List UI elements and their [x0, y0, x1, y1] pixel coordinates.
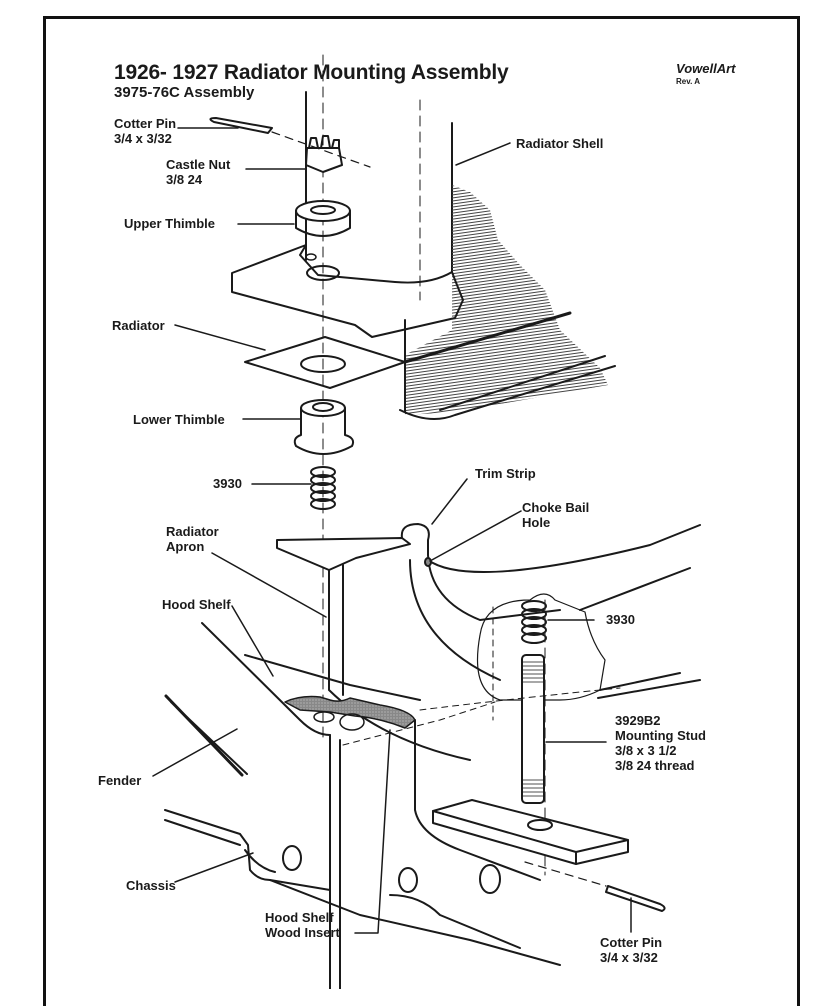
leader-lines — [152, 127, 632, 934]
callout-spring-3930-left: 3930 — [213, 476, 242, 491]
drawing-border — [43, 16, 800, 1006]
upper-thimble — [295, 200, 351, 237]
wood-insert-round — [339, 713, 365, 731]
brand-mark: VowellArt — [676, 61, 736, 76]
callout-line: Radiator — [112, 318, 165, 333]
callout-line: Hole — [522, 515, 551, 530]
callout-line: Chassis — [126, 878, 176, 893]
callout-mounting-stud: 3929B2 Mounting Stud 3/8 x 3 1/2 3/8 24 … — [615, 713, 706, 773]
lower-thimble — [293, 399, 355, 455]
callout-line: Mounting Stud — [615, 728, 706, 743]
callout-spring-3930-right: 3930 — [606, 612, 635, 627]
drawing-title: 1926- 1927 Radiator Mounting Assembly — [114, 61, 509, 84]
upper-flange — [231, 244, 464, 338]
callout-line: Radiator Shell — [516, 136, 604, 151]
callout-trim-strip: Trim Strip — [475, 466, 536, 481]
callout-hood-shelf: Hood Shelf — [162, 597, 231, 612]
callout-line: 3/8 24 — [166, 172, 203, 187]
callout-castle-nut: Castle Nut 3/8 24 — [166, 157, 230, 187]
callout-fender: Fender — [98, 773, 141, 788]
wood-insert-hole — [313, 711, 335, 723]
flange-hole — [306, 265, 340, 281]
radiator-shell — [305, 91, 453, 273]
callout-line: 3930 — [606, 612, 635, 627]
cotter-pin-top — [209, 117, 371, 168]
radiator-plate-hole — [300, 355, 346, 373]
cotter-pin-bottom — [524, 861, 666, 912]
spring-3930-left — [310, 466, 336, 510]
callout-line: 3/8 x 3 1/2 — [615, 743, 677, 758]
hood-shelf-wood-insert — [284, 695, 416, 729]
callout-line: Hood Shelf — [265, 910, 334, 925]
callout-radiator: Radiator — [112, 318, 165, 333]
callout-line: Lower Thimble — [133, 412, 225, 427]
callout-line: Radiator — [166, 524, 219, 539]
callout-radiator-shell: Radiator Shell — [516, 136, 603, 151]
callout-lower-thimble: Lower Thimble — [133, 412, 225, 427]
radiator-core-bar — [403, 311, 572, 364]
callout-radiator-apron: Radiator Apron — [166, 524, 219, 554]
callout-chassis: Chassis — [126, 878, 176, 893]
revision-label: Rev. A — [676, 77, 701, 86]
callout-line: Trim Strip — [475, 466, 536, 481]
spring-3930-right — [521, 600, 547, 644]
radiator-core-hatching — [405, 185, 608, 415]
callout-line: Upper Thimble — [124, 216, 216, 231]
hood-shelf-structure — [164, 622, 561, 989]
projection-lines — [342, 606, 621, 746]
callout-line: Cotter Pin — [114, 116, 177, 131]
callout-choke-bail-hole: Choke Bail Hole — [522, 500, 589, 530]
callout-line: Hood Shelf — [162, 597, 231, 612]
callout-cotter-pin-top: Cotter Pin 3/4 x 3/32 — [114, 116, 176, 146]
choke-bail-hole — [424, 557, 432, 567]
callout-line: Apron — [166, 539, 205, 554]
callout-line: Wood Insert — [265, 925, 340, 940]
radiator-bottom-lip — [399, 355, 616, 420]
callout-line: 3/4 x 3/32 — [600, 950, 658, 965]
callout-line: 3/4 x 3/32 — [114, 131, 172, 146]
callout-line: Cotter Pin — [600, 935, 663, 950]
callout-cotter-pin-bottom: Cotter Pin 3/4 x 3/32 — [600, 935, 662, 965]
assembly-number: 3975-76C Assembly — [114, 84, 255, 101]
flange-small-hole — [305, 253, 317, 261]
fender-lines-right — [579, 567, 701, 699]
mounting-stud — [521, 654, 545, 804]
callout-upper-thimble: Upper Thimble — [124, 216, 215, 231]
callout-line: 3929B2 — [615, 713, 661, 728]
radiator-plate — [244, 336, 406, 389]
callout-line: Fender — [98, 773, 142, 788]
callout-line: 3930 — [213, 476, 242, 491]
callout-line: 3/8 24 thread — [615, 758, 695, 773]
callout-line: Choke Bail — [522, 500, 590, 515]
castle-nut — [305, 135, 343, 173]
callout-line: Castle Nut — [166, 157, 231, 172]
callout-hood-shelf-wood-insert: Hood Shelf Wood Insert — [265, 910, 340, 940]
bottom-plate — [432, 799, 629, 865]
cutaway-outline — [476, 593, 606, 701]
